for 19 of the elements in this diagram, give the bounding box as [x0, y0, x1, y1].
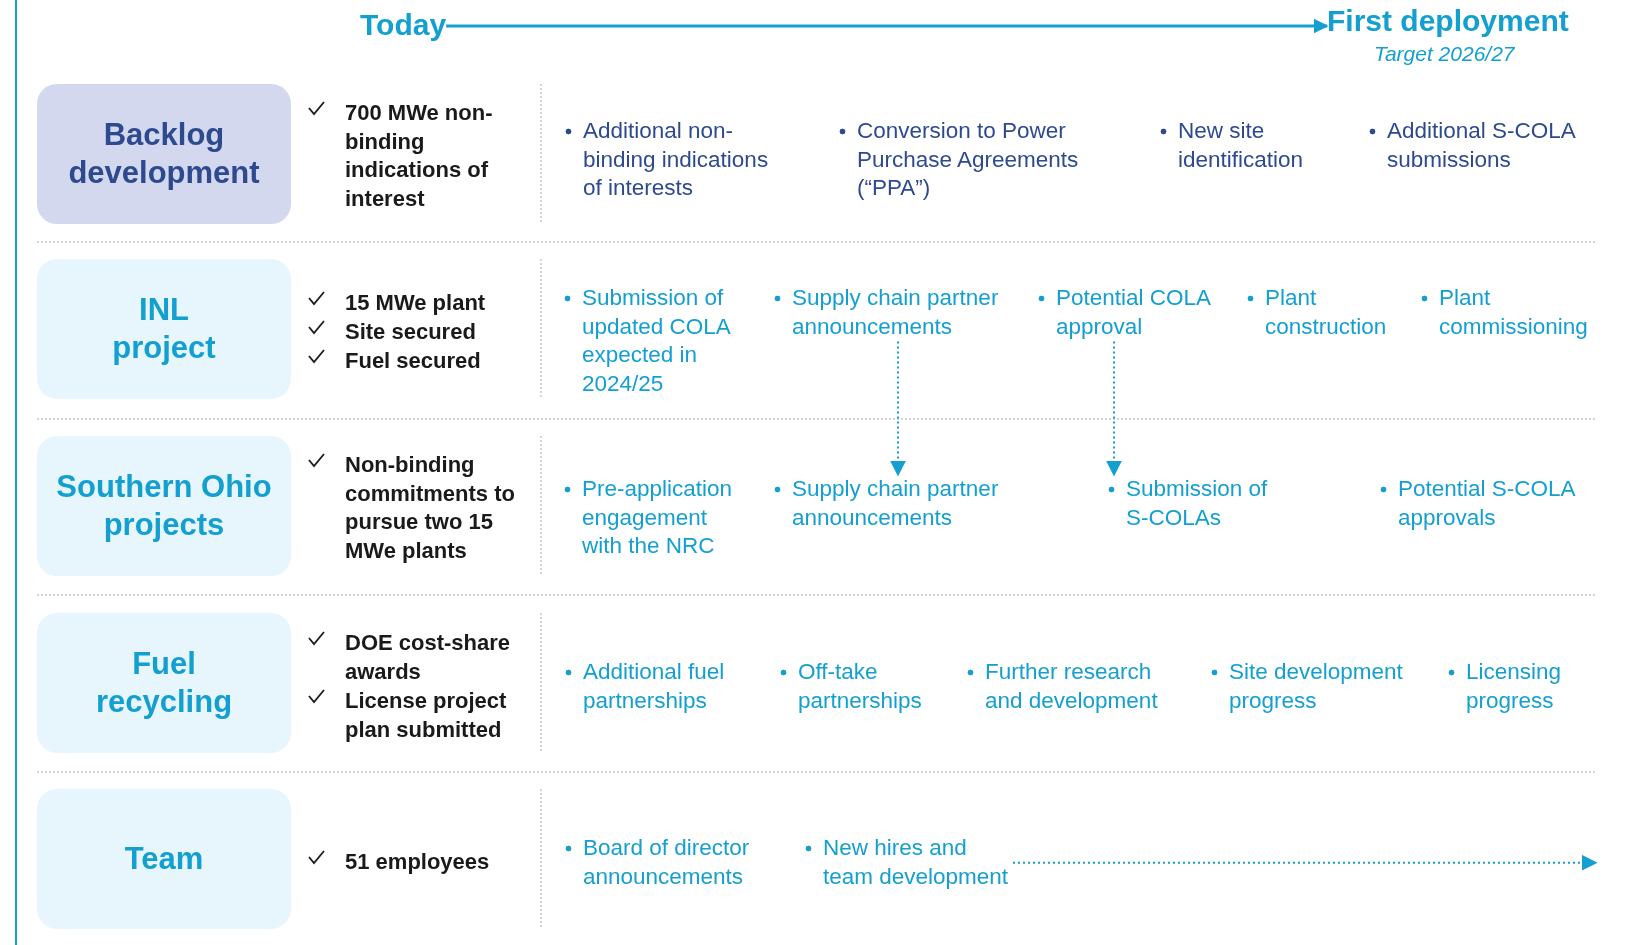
category-box: Southern Ohio projects: [37, 436, 291, 576]
achievement-text: 51 employees: [345, 848, 491, 876]
achievement-text: Non-binding commitments to pursue two 15 MWe plants: [345, 451, 516, 566]
category-box: Fuel recycling: [37, 613, 291, 753]
target-date: Target 2026/27: [1374, 42, 1515, 66]
timeline-label: First deployment: [1327, 4, 1569, 38]
achievement-text: 700 MWe non-binding indications of interest: [345, 99, 494, 214]
category-box: Team: [37, 789, 291, 929]
achievement-text: 15 MWe plant: [345, 289, 487, 317]
achievement-text: Fuel secured: [345, 347, 482, 375]
category-box: Backlog development: [37, 84, 291, 224]
category-box: INL project: [37, 259, 291, 399]
achievement-text: DOE cost-share awards: [345, 629, 512, 686]
achievement-text: License project plan submitted: [345, 687, 508, 744]
achievement-text: Site secured: [345, 318, 477, 346]
timeline-label: Today: [360, 8, 447, 42]
arrow: [1106, 340, 1122, 477]
arrow: [890, 340, 906, 477]
arrow: [446, 18, 1329, 34]
